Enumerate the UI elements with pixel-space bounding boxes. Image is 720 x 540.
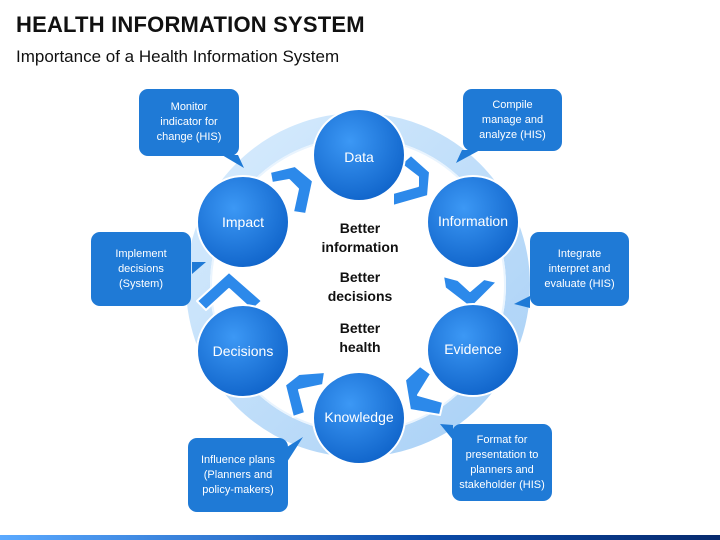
callout-format: Format for presentation to planners and … — [452, 424, 552, 501]
callout-integrate: Integrate interpret and evaluate (HIS) — [530, 232, 629, 306]
callout-tail-compile — [456, 150, 480, 163]
node-label-knowledge: Knowledge — [324, 409, 394, 425]
center-better-decisions: Better decisions — [327, 269, 393, 304]
arrow-impact-to-data — [269, 165, 314, 215]
callout-tail-monitor — [222, 155, 244, 168]
callout-tail-implement — [192, 262, 206, 274]
callout-influence: Influence plans (Planners and policy-mak… — [188, 438, 288, 512]
page-title: HEALTH INFORMATION SYSTEM — [16, 12, 365, 37]
callout-tail-format — [440, 424, 453, 440]
callout-tail-integrate — [514, 296, 530, 308]
node-label-evidence: Evidence — [444, 341, 502, 357]
node-label-decisions: Decisions — [212, 343, 274, 359]
arrow-knowledge-to-decisions — [284, 371, 326, 418]
node-decisions — [196, 304, 290, 398]
node-label-impact: Impact — [221, 214, 264, 230]
arrow-decisions-to-impact — [196, 271, 263, 311]
node-label-data: Data — [344, 149, 374, 165]
node-evidence — [426, 303, 520, 397]
node-impact — [196, 175, 290, 269]
node-information — [426, 175, 520, 269]
callout-implement: Implement decisions (System) — [91, 232, 191, 306]
arrow-evidence-to-knowledge — [404, 365, 444, 416]
callout-compile: Compile manage and analyze (HIS) — [463, 89, 562, 151]
center-better-information: Better information — [321, 220, 399, 255]
node-label-information: Information — [437, 213, 509, 229]
node-data — [312, 108, 406, 202]
arrow-data-to-information — [392, 154, 431, 207]
bottom-accent-bar — [0, 535, 720, 540]
page-subtitle: Importance of a Health Information Syste… — [16, 47, 340, 66]
center-better-health: Better health — [339, 320, 381, 355]
callout-monitor: Monitor indicator for change (HIS) — [139, 89, 239, 156]
callout-tail-influence — [287, 437, 303, 462]
arrow-information-to-evidence — [442, 275, 498, 309]
node-knowledge — [312, 371, 406, 465]
